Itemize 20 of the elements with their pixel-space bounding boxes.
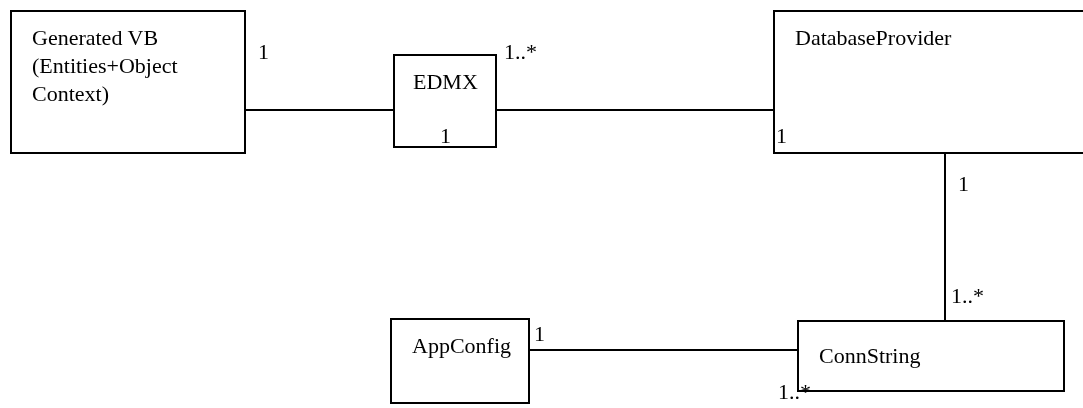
association-line (245, 109, 394, 111)
multiplicity-label: 1 (958, 172, 969, 196)
class-box (773, 10, 1083, 154)
multiplicity-label: 1 (776, 124, 787, 148)
multiplicity-label: 1 (440, 124, 451, 148)
association-line (529, 349, 798, 351)
class-box (390, 318, 530, 404)
class-name: Generated VB (Entities+Object Context) (32, 24, 179, 108)
association-line (944, 153, 946, 321)
class-box (10, 10, 246, 154)
class-box (393, 54, 497, 148)
multiplicity-label: 1 (258, 40, 269, 64)
multiplicity-label: 1..* (951, 284, 984, 308)
class-name: ConnString (819, 342, 921, 370)
class-name: EDMX (413, 68, 478, 96)
class-name: AppConfig (412, 332, 511, 360)
multiplicity-label: 1..* (504, 40, 537, 64)
multiplicity-label: 1 (534, 322, 545, 346)
association-line (496, 109, 774, 111)
class-name: DatabaseProvider (795, 24, 952, 52)
